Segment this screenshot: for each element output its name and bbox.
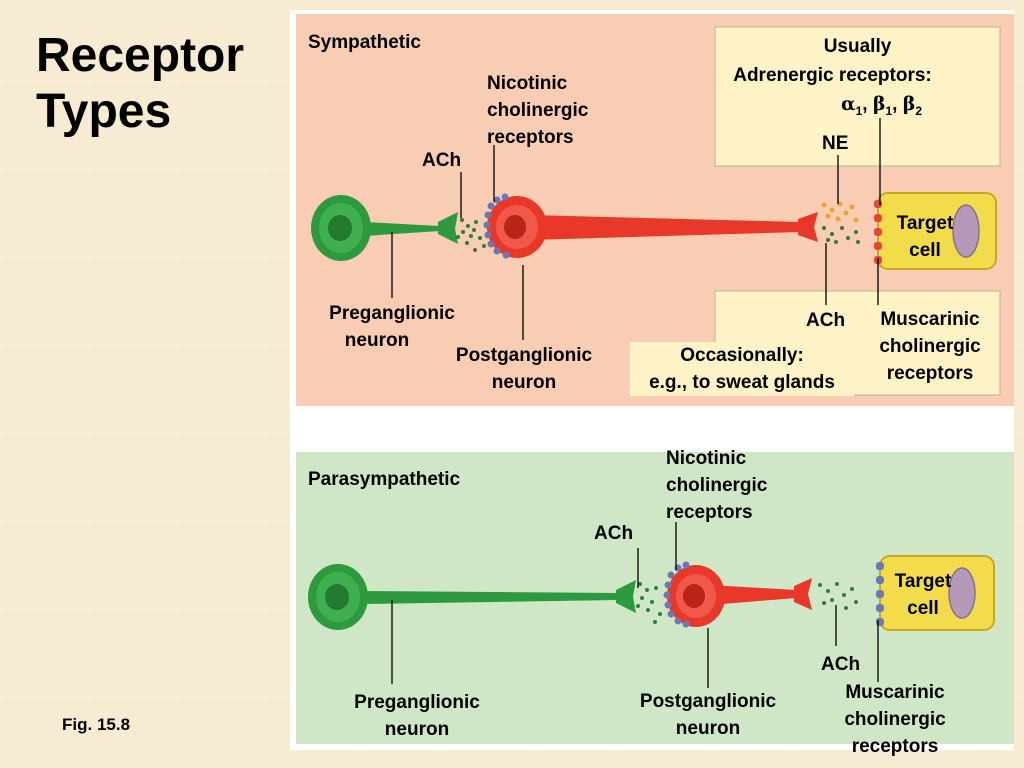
adrenergic-subtypes: α1, β1, β2 <box>763 90 1000 126</box>
sym-ne-label: NE <box>822 133 849 154</box>
para-nicotinic-line1: Nicotinic <box>666 448 747 469</box>
beta1-sub: 1 <box>885 103 893 118</box>
sym-musc-line2: cholinergic <box>879 336 981 357</box>
sym-ach-vesicles-pre <box>456 218 486 252</box>
para-muscarinic-label: Muscarinic cholinergic receptors <box>831 679 959 760</box>
sym-ach-vesicles-post <box>822 226 860 244</box>
beta2-symbol: β <box>902 93 916 115</box>
usually-line2: Adrenergic receptors: <box>733 65 932 86</box>
alpha-sub: 1 <box>855 103 863 118</box>
sym-preganglionic-neuron <box>311 195 458 261</box>
para-postganglionic-label: Postganglionic neuron <box>627 688 789 742</box>
sym-occasionally-label: Occasionally: e.g., to sweat glands <box>630 342 854 396</box>
para-leader-lines <box>391 522 879 688</box>
title-line-2: Types <box>36 85 172 138</box>
sym-usually-label: Usually Adrenergic receptors: α1, β1, β2 <box>715 32 1000 126</box>
para-target-line1: Target <box>894 571 952 592</box>
sym-target-cell <box>877 192 997 270</box>
sym-target-line2: cell <box>909 240 941 261</box>
para-pre-line2: neuron <box>384 719 450 740</box>
para-preganglionic-label: Preganglionic neuron <box>340 689 494 743</box>
para-musc-line3: receptors <box>851 736 939 757</box>
usually-line1: Usually <box>823 36 892 57</box>
sym-muscarinic-label: Muscarinic cholinergic receptors <box>866 306 994 387</box>
para-target-line2: cell <box>907 598 939 619</box>
para-ach-vesicles-pre <box>636 582 662 624</box>
para-musc-line1: Muscarinic <box>845 682 945 703</box>
sym-leader-lines <box>391 118 881 340</box>
sym-post-line2: neuron <box>491 372 557 393</box>
sym-nicotinic-label: Nicotinic cholinergic receptors <box>487 70 588 151</box>
para-post-line2: neuron <box>675 718 741 739</box>
sym-ach-pre-label: ACh <box>422 150 462 171</box>
sym-nicotinic-line1: Nicotinic <box>487 73 568 94</box>
para-post-line1: Postganglionic <box>639 691 777 712</box>
occasionally-line2: e.g., to sweat glands <box>649 372 835 393</box>
sym-adrenergic-receptors <box>874 200 882 264</box>
para-nicotinic-label: Nicotinic cholinergic receptors <box>666 445 767 526</box>
para-target-cell-label: Target cell <box>888 568 958 622</box>
para-ach-vesicles-post <box>818 582 858 610</box>
sympathetic-heading: Sympathetic <box>308 32 421 53</box>
beta1-symbol: β <box>872 93 886 115</box>
para-musc-line2: cholinergic <box>844 709 946 730</box>
sym-ach-post-label: ACh <box>806 310 846 331</box>
para-ach-post-label: ACh <box>821 654 861 675</box>
usually-box <box>714 26 1001 167</box>
sym-pre-line1: Preganglionic <box>329 303 455 324</box>
sep-2: , <box>892 94 903 115</box>
beta2-sub: 2 <box>915 103 923 118</box>
sym-postganglionic-neuron <box>487 196 818 258</box>
sym-target-cell-label: Target cell <box>888 210 962 264</box>
parasympathetic-heading: Parasympathetic <box>308 469 461 490</box>
sym-post-line1: Postganglionic <box>455 345 593 366</box>
occasionally-line1: Occasionally: <box>680 345 804 366</box>
figure-reference: Fig. 15.8 <box>62 715 131 734</box>
para-nicotinic-line2: cholinergic <box>666 475 768 496</box>
sym-musc-line3: receptors <box>886 363 974 384</box>
sym-target-line1: Target <box>896 213 954 234</box>
para-postganglionic-neuron <box>667 565 812 627</box>
sym-nicotinic-line2: cholinergic <box>487 100 589 121</box>
slide-title: Receptor Types <box>36 28 244 140</box>
sym-preganglionic-label: Preganglionic neuron <box>317 300 467 354</box>
sym-ne-vesicles <box>821 201 859 223</box>
para-preganglionic-neuron <box>308 564 636 630</box>
para-nicotinic-line3: receptors <box>666 502 753 523</box>
sym-nicotinic-line3: receptors <box>487 127 574 148</box>
alpha-symbol: α <box>840 93 856 115</box>
para-pre-line1: Preganglionic <box>354 692 480 713</box>
title-line-1: Receptor <box>36 29 245 82</box>
para-ach-pre-label: ACh <box>594 523 634 544</box>
sym-pre-line2: neuron <box>344 330 410 351</box>
sym-musc-line1: Muscarinic <box>880 309 980 330</box>
sym-postganglionic-label: Postganglionic neuron <box>443 342 605 396</box>
sym-nicotinic-receptors <box>483 193 510 259</box>
sep-1: , <box>862 94 873 115</box>
